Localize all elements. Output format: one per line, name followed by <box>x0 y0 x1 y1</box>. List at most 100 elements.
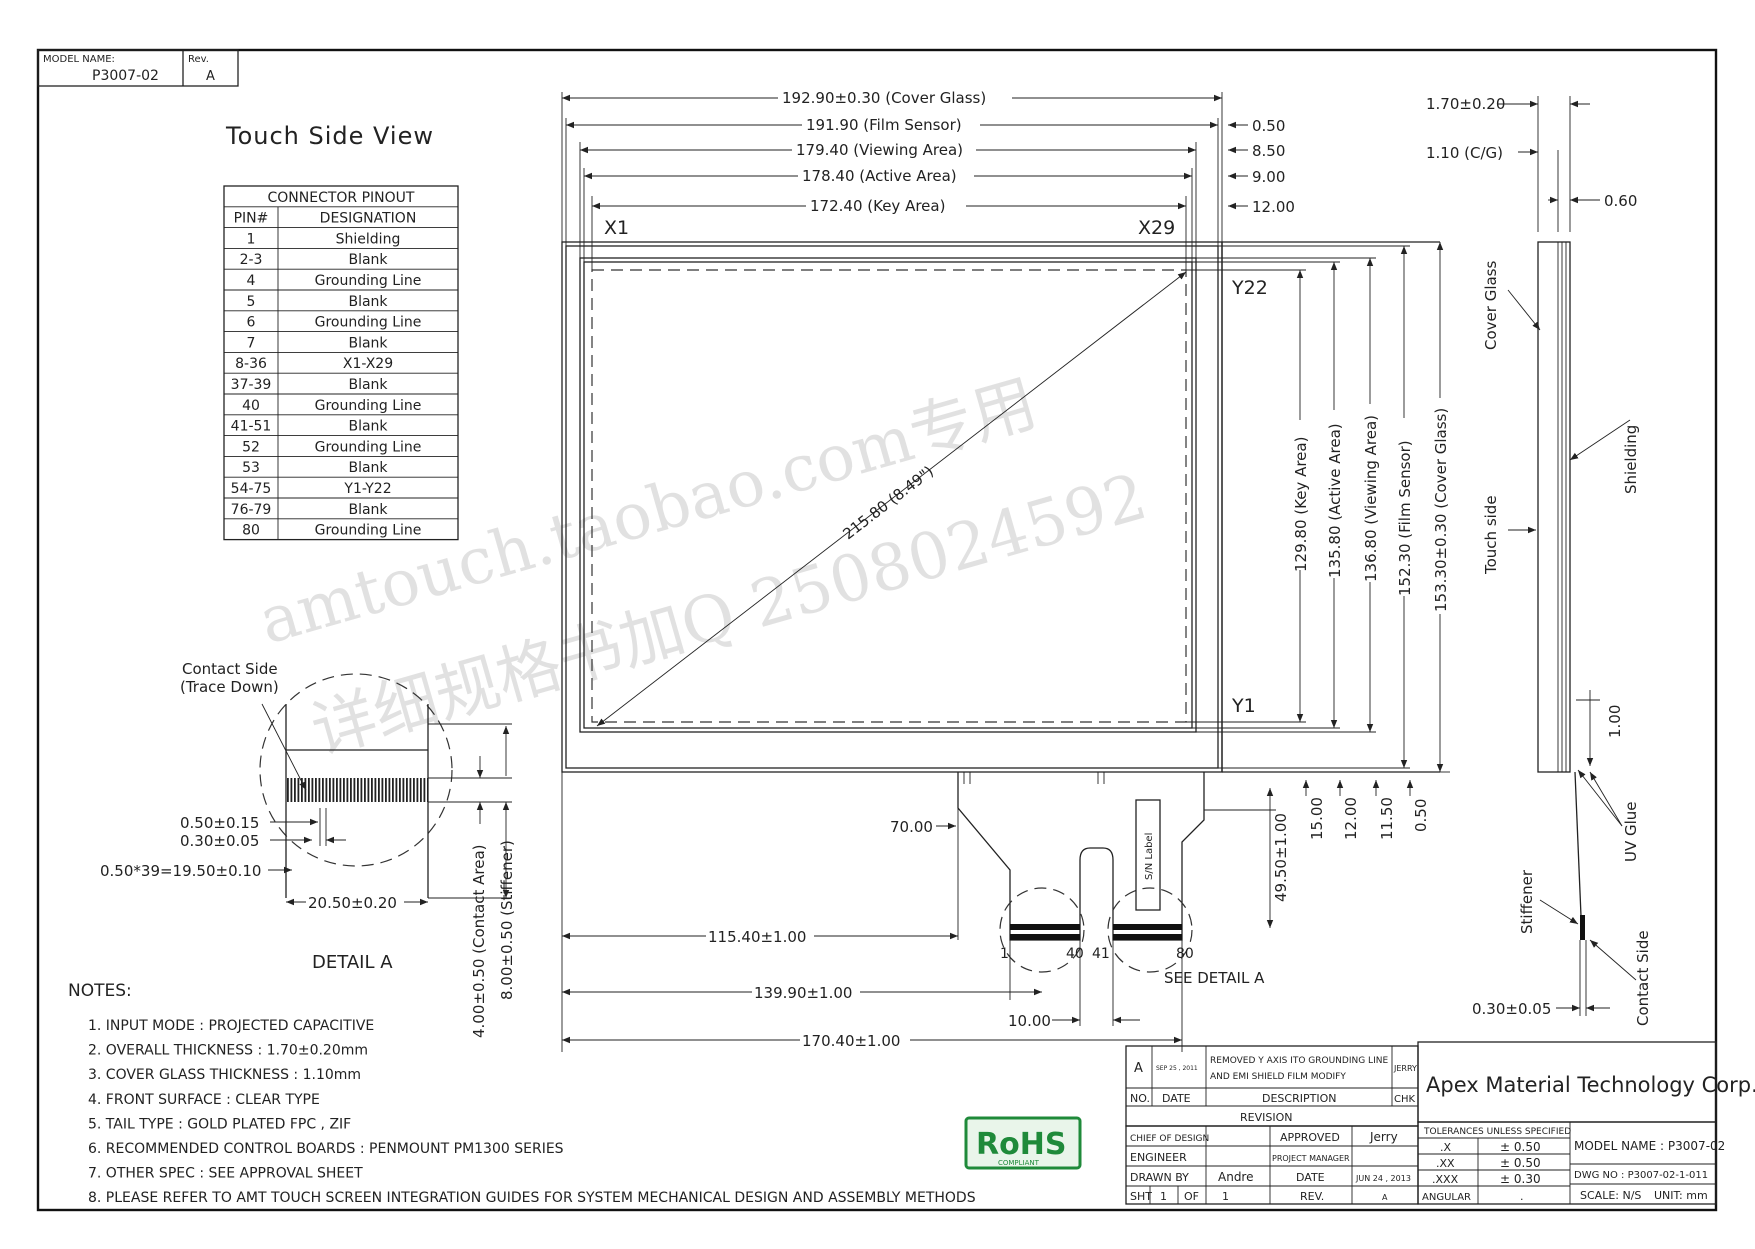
dim-170-40: 170.40±1.00 <box>802 1032 900 1050</box>
pinout-row-pin: 1 <box>247 231 256 247</box>
pinout-row-designation: Blank <box>348 294 388 310</box>
pinout-row-pin: 52 <box>242 439 260 455</box>
view-title: Touch Side View <box>225 122 434 150</box>
connector-contacts-right <box>1113 924 1182 940</box>
dim-70-00: 70.00 <box>890 818 933 836</box>
rev-label: Rev. <box>188 54 209 65</box>
project-manager-label: PROJECT MANAGER <box>1272 1154 1350 1163</box>
model-name-value: P3007-02 <box>92 68 159 84</box>
dim-15-00: 15.00 <box>1308 797 1326 840</box>
active-area-outline <box>583 261 1193 729</box>
note-item: 4. FRONT SURFACE : CLEAR TYPE <box>88 1092 320 1108</box>
connector-contacts-left <box>1010 924 1080 940</box>
label-x29: X29 <box>1138 217 1175 239</box>
dim-11-50: 11.50 <box>1378 797 1396 840</box>
dim-offset-050: 0.50 <box>1252 117 1285 135</box>
note-item: 1. INPUT MODE : PROJECTED CAPACITIVE <box>88 1018 374 1034</box>
side-stiffener-label: Stiffener <box>1518 869 1536 934</box>
pin-40: 40 <box>1066 946 1084 962</box>
detail-circle-left <box>999 887 1085 973</box>
side-contact-side-label: Contact Side <box>1634 930 1652 1026</box>
side-uv-glue-label: UV Glue <box>1622 801 1640 862</box>
pin-41: 41 <box>1092 946 1110 962</box>
dim-film-sensor-height: 152.30 (Film Sensor) <box>1396 440 1414 596</box>
dim-49-50: 49.50±1.00 <box>1272 813 1290 902</box>
rev-head-desc: DESCRIPTION <box>1262 1092 1336 1105</box>
drawn-by-label: DRAWN BY <box>1130 1171 1189 1184</box>
top-dimensions: 192.90±0.30 (Cover Glass) 191.90 (Film S… <box>561 86 1295 270</box>
dim-139-90: 139.90±1.00 <box>754 984 852 1002</box>
notes: NOTES: 1. INPUT MODE : PROJECTED CAPACIT… <box>68 981 976 1206</box>
rev-head-no: NO. <box>1130 1092 1150 1105</box>
label-y22: Y22 <box>1231 277 1268 299</box>
rev-head-date: DATE <box>1162 1092 1191 1105</box>
rohs-logo: RoHS COMPLIANT <box>964 1116 1082 1170</box>
company-name: Apex Material Technology Corp. <box>1426 1073 1755 1097</box>
dim-offset-1200: 12.00 <box>1252 198 1295 216</box>
dim-cover-glass-width: 192.90±0.30 (Cover Glass) <box>782 89 986 107</box>
dim-film-sensor-width: 191.90 (Film Sensor) <box>806 116 962 134</box>
bottom-dimensions: 115.40±1.00 139.90±1.00 10.00 170.40±1.0… <box>561 772 1430 1052</box>
tol-xx-value: ± 0.50 <box>1500 1156 1541 1170</box>
rohs-text: RoHS <box>976 1127 1066 1162</box>
tolerances-title: TOLERANCES UNLESS SPECIFIED <box>1423 1127 1571 1137</box>
dim-115-40: 115.40±1.00 <box>708 928 806 946</box>
pinout-row-designation: Blank <box>348 335 388 351</box>
side-cover-glass-label: Cover Glass <box>1482 261 1500 350</box>
rev-head-chk: CHK <box>1394 1094 1416 1105</box>
model-block: MODEL NAME: P3007-02 Rev. A <box>37 49 239 87</box>
engineer-label: ENGINEER <box>1130 1151 1187 1164</box>
pinout-row-pin: 4 <box>247 273 256 289</box>
diagonal-line <box>596 271 1187 727</box>
detail-a: Contact Side (Trace Down) 4.00±0.50 (Con… <box>100 660 516 1038</box>
of-label: OF <box>1184 1190 1199 1203</box>
detail-stiffener: 8.00±0.50 (Stiffener) <box>498 840 516 1000</box>
pinout-row-designation: Grounding Line <box>315 439 422 455</box>
note-item: 3. COVER GLASS THICKNESS : 1.10mm <box>88 1067 361 1083</box>
dim-key-area-width: 172.40 (Key Area) <box>810 197 945 215</box>
pinout-row-pin: 7 <box>247 335 256 351</box>
fpc-tail <box>957 772 1205 941</box>
detail-circle-right <box>1107 887 1193 973</box>
dim-active-area-height: 135.80 (Active Area) <box>1326 423 1344 578</box>
tol-x-value: ± 0.50 <box>1500 1140 1541 1154</box>
pinout-row-pin: 40 <box>242 398 260 414</box>
rev-row-chk: JERRY <box>1393 1064 1417 1073</box>
rev-row-desc-1: REMOVED Y AXIS ITO GROUNDING LINE <box>1210 1056 1388 1066</box>
right-dimensions: 129.80 (Key Area) 135.80 (Active Area) 1… <box>1186 242 1450 773</box>
dim-10-00: 10.00 <box>1008 1012 1051 1030</box>
drawn-by-name: Andre <box>1218 1170 1253 1184</box>
note-item: 5. TAIL TYPE : GOLD PLATED FPC , ZIF <box>88 1116 351 1132</box>
date-label: DATE <box>1296 1171 1325 1184</box>
pin-1: 1 <box>1000 946 1009 962</box>
dim-12-00-b: 12.00 <box>1342 797 1360 840</box>
side-stack <box>1537 241 1571 773</box>
detail-0-30: 0.30±0.05 <box>180 832 259 850</box>
approved-name: Jerry <box>1369 1130 1398 1144</box>
side-0-60: 0.60 <box>1604 192 1637 210</box>
detail-contacts <box>286 778 428 802</box>
pinout-title: CONNECTOR PINOUT <box>268 190 415 206</box>
key-area-outline <box>591 269 1187 723</box>
pinout-row-pin: 2-3 <box>240 252 263 268</box>
title-block: A SEP 25 , 2011 REMOVED Y AXIS ITO GROUN… <box>1125 1041 1755 1205</box>
dim-viewing-area-height: 136.80 (Viewing Area) <box>1362 415 1380 582</box>
note-item: 2. OVERALL THICKNESS : 1.70±0.20mm <box>88 1043 368 1059</box>
pinout-row-designation: Grounding Line <box>315 315 422 331</box>
rev-row-date: SEP 25 , 2011 <box>1156 1065 1198 1072</box>
tb-unit: UNIT: mm <box>1654 1189 1708 1202</box>
pinout-row-pin: 5 <box>247 294 256 310</box>
detail-pitch: 0.50*39=19.50±0.10 <box>100 862 261 880</box>
chief-of-design: CHIEF OF DESIGN <box>1130 1134 1209 1144</box>
dim-key-area-height: 129.80 (Key Area) <box>1292 437 1310 572</box>
see-detail-a: SEE DETAIL A <box>1164 969 1265 987</box>
tb-scale: SCALE: N/S <box>1580 1189 1641 1202</box>
sn-label: S/N Label <box>1144 833 1155 880</box>
note-item: 7. OTHER SPEC : SEE APPROVAL SHEET <box>88 1166 363 1182</box>
label-y1: Y1 <box>1231 695 1256 717</box>
side-thickness: 1.70±0.20 <box>1426 95 1505 113</box>
pin-80: 80 <box>1176 946 1194 962</box>
sn-label-box <box>1135 799 1161 911</box>
dim-offset-850: 8.50 <box>1252 142 1285 160</box>
